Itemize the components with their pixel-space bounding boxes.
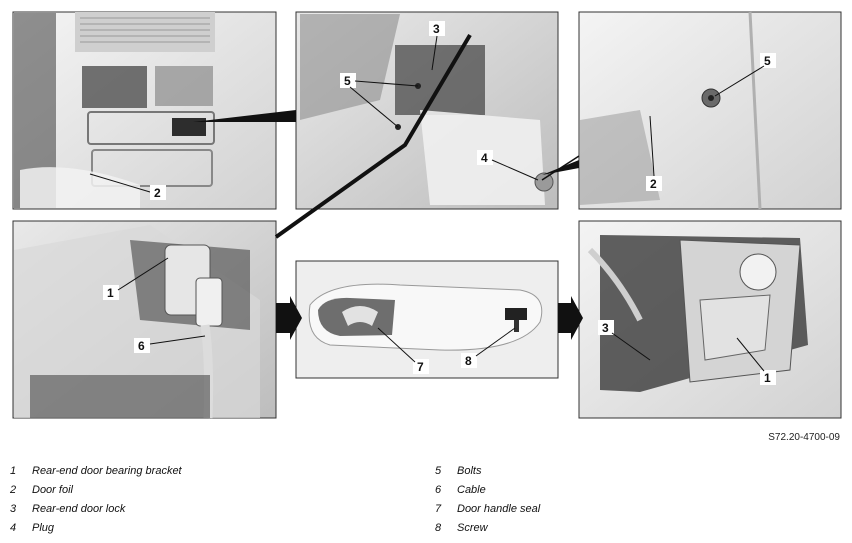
legend-item: 6 Cable bbox=[435, 481, 795, 500]
legend-item: 2 Door foil bbox=[10, 481, 370, 500]
callout-p1-0: 2 bbox=[154, 186, 161, 200]
legend-number: 8 bbox=[435, 522, 442, 534]
legend-number: 2 bbox=[10, 484, 17, 496]
callout-p6-1: 1 bbox=[764, 371, 771, 385]
legend-label: Rear-end door bearing bracket bbox=[32, 465, 182, 477]
legend-label: Cable bbox=[457, 484, 486, 496]
callout-p5-1: 8 bbox=[465, 354, 472, 368]
legend-item: 8 Screw bbox=[435, 519, 795, 538]
legend-item: 4 Plug bbox=[10, 519, 370, 538]
photo-lock-mechanism-bracket bbox=[578, 220, 842, 419]
photo-door-handle-seal-screw bbox=[295, 260, 559, 379]
photo-bearing-bracket-cable bbox=[12, 220, 277, 419]
legend-number: 7 bbox=[435, 503, 442, 515]
callouts: 2 3 5 4 5 2 1 6 7 8 3 bbox=[89, 21, 776, 385]
legend-left: 1 Rear-end door bearing bracket 2 Door foi… bbox=[10, 462, 370, 538]
callout-p2-2: 4 bbox=[481, 151, 488, 165]
assembly-diagram: 2 3 5 4 5 2 1 6 7 8 3 bbox=[12, 11, 842, 419]
callout-p4-0: 1 bbox=[107, 286, 114, 300]
photo-door-edge-bolt bbox=[578, 11, 842, 210]
legend-item: 7 Door handle seal bbox=[435, 500, 795, 519]
legend-number: 3 bbox=[10, 503, 17, 515]
arrow-right-icon bbox=[558, 296, 583, 340]
callout-p5-0: 7 bbox=[417, 360, 424, 374]
legend-label: Bolts bbox=[457, 465, 482, 477]
legend-label: Rear-end door lock bbox=[32, 503, 126, 515]
legend-number: 5 bbox=[435, 465, 442, 477]
callout-p2-0: 3 bbox=[433, 22, 440, 36]
legend-number: 1 bbox=[10, 465, 17, 477]
legend-number: 6 bbox=[435, 484, 442, 496]
callout-p2-1: 5 bbox=[344, 74, 351, 88]
callout-p4-1: 6 bbox=[138, 339, 145, 353]
callout-p3-0: 5 bbox=[764, 54, 771, 68]
legend-item: 1 Rear-end door bearing bracket bbox=[10, 462, 370, 481]
legend-label: Screw bbox=[457, 522, 488, 534]
legend-right: 5 Bolts 6 Cable 7 Door handle seal 8 Screw bbox=[435, 462, 795, 538]
legend-item: 5 Bolts bbox=[435, 462, 795, 481]
legend-label: Door handle seal bbox=[457, 503, 541, 515]
panel-connectors bbox=[193, 33, 580, 239]
legend-number: 4 bbox=[10, 522, 17, 534]
legend-label: Door foil bbox=[32, 484, 73, 496]
legend-item: 3 Rear-end door lock bbox=[10, 500, 370, 519]
photo-rear-door-overview bbox=[12, 11, 277, 210]
arrow-right-icon bbox=[276, 296, 302, 340]
callout-p6-0: 3 bbox=[602, 321, 609, 335]
figure-reference: S72.20-4700-09 bbox=[768, 432, 840, 443]
legend-label: Plug bbox=[32, 522, 55, 534]
callout-p3-1: 2 bbox=[650, 177, 657, 191]
